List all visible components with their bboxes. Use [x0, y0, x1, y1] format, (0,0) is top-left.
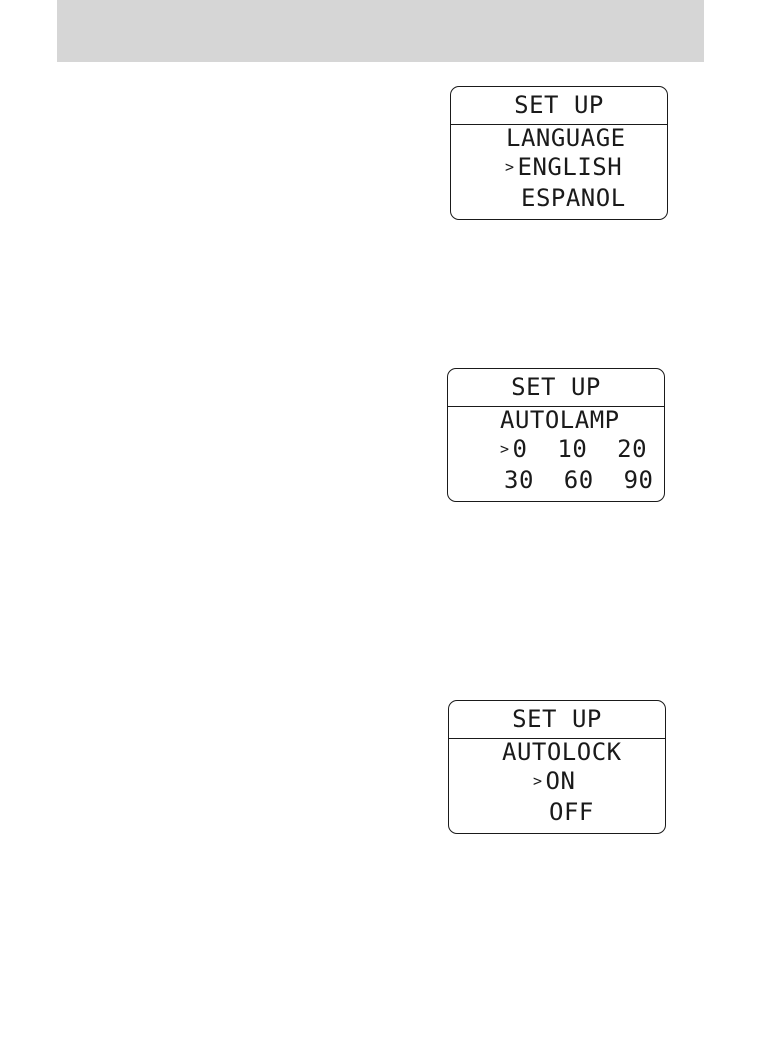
display-other-option: 30 60 90 — [504, 466, 654, 494]
selection-cursor-icon: > — [533, 772, 543, 790]
option-on: ON — [545, 767, 576, 795]
display-selected-option: >0 10 20 — [500, 435, 647, 463]
option-delays-row-1: 0 10 20 — [512, 435, 648, 463]
setup-display-language: SET UP LANGUAGE >ENGLISH ESPANOL — [450, 86, 668, 220]
selection-cursor-icon: > — [500, 440, 510, 458]
display-other-option: ESPANOL — [521, 184, 626, 212]
page-header-band — [57, 0, 704, 62]
display-heading: LANGUAGE — [506, 124, 626, 152]
display-title: SET UP — [449, 701, 665, 739]
display-heading: AUTOLOCK — [502, 738, 622, 766]
setup-display-autolamp: SET UP AUTOLAMP >0 10 20 30 60 90 — [447, 368, 665, 502]
display-other-option: OFF — [549, 798, 594, 826]
display-heading: AUTOLAMP — [500, 406, 620, 434]
selection-cursor-icon: > — [505, 158, 515, 176]
setup-display-autolock: SET UP AUTOLOCK >ON OFF — [448, 700, 666, 834]
display-selected-option: >ON — [533, 767, 575, 795]
display-selected-option: >ENGLISH — [505, 153, 622, 181]
option-english: ENGLISH — [517, 153, 623, 181]
display-title: SET UP — [451, 87, 667, 125]
display-title: SET UP — [448, 369, 664, 407]
